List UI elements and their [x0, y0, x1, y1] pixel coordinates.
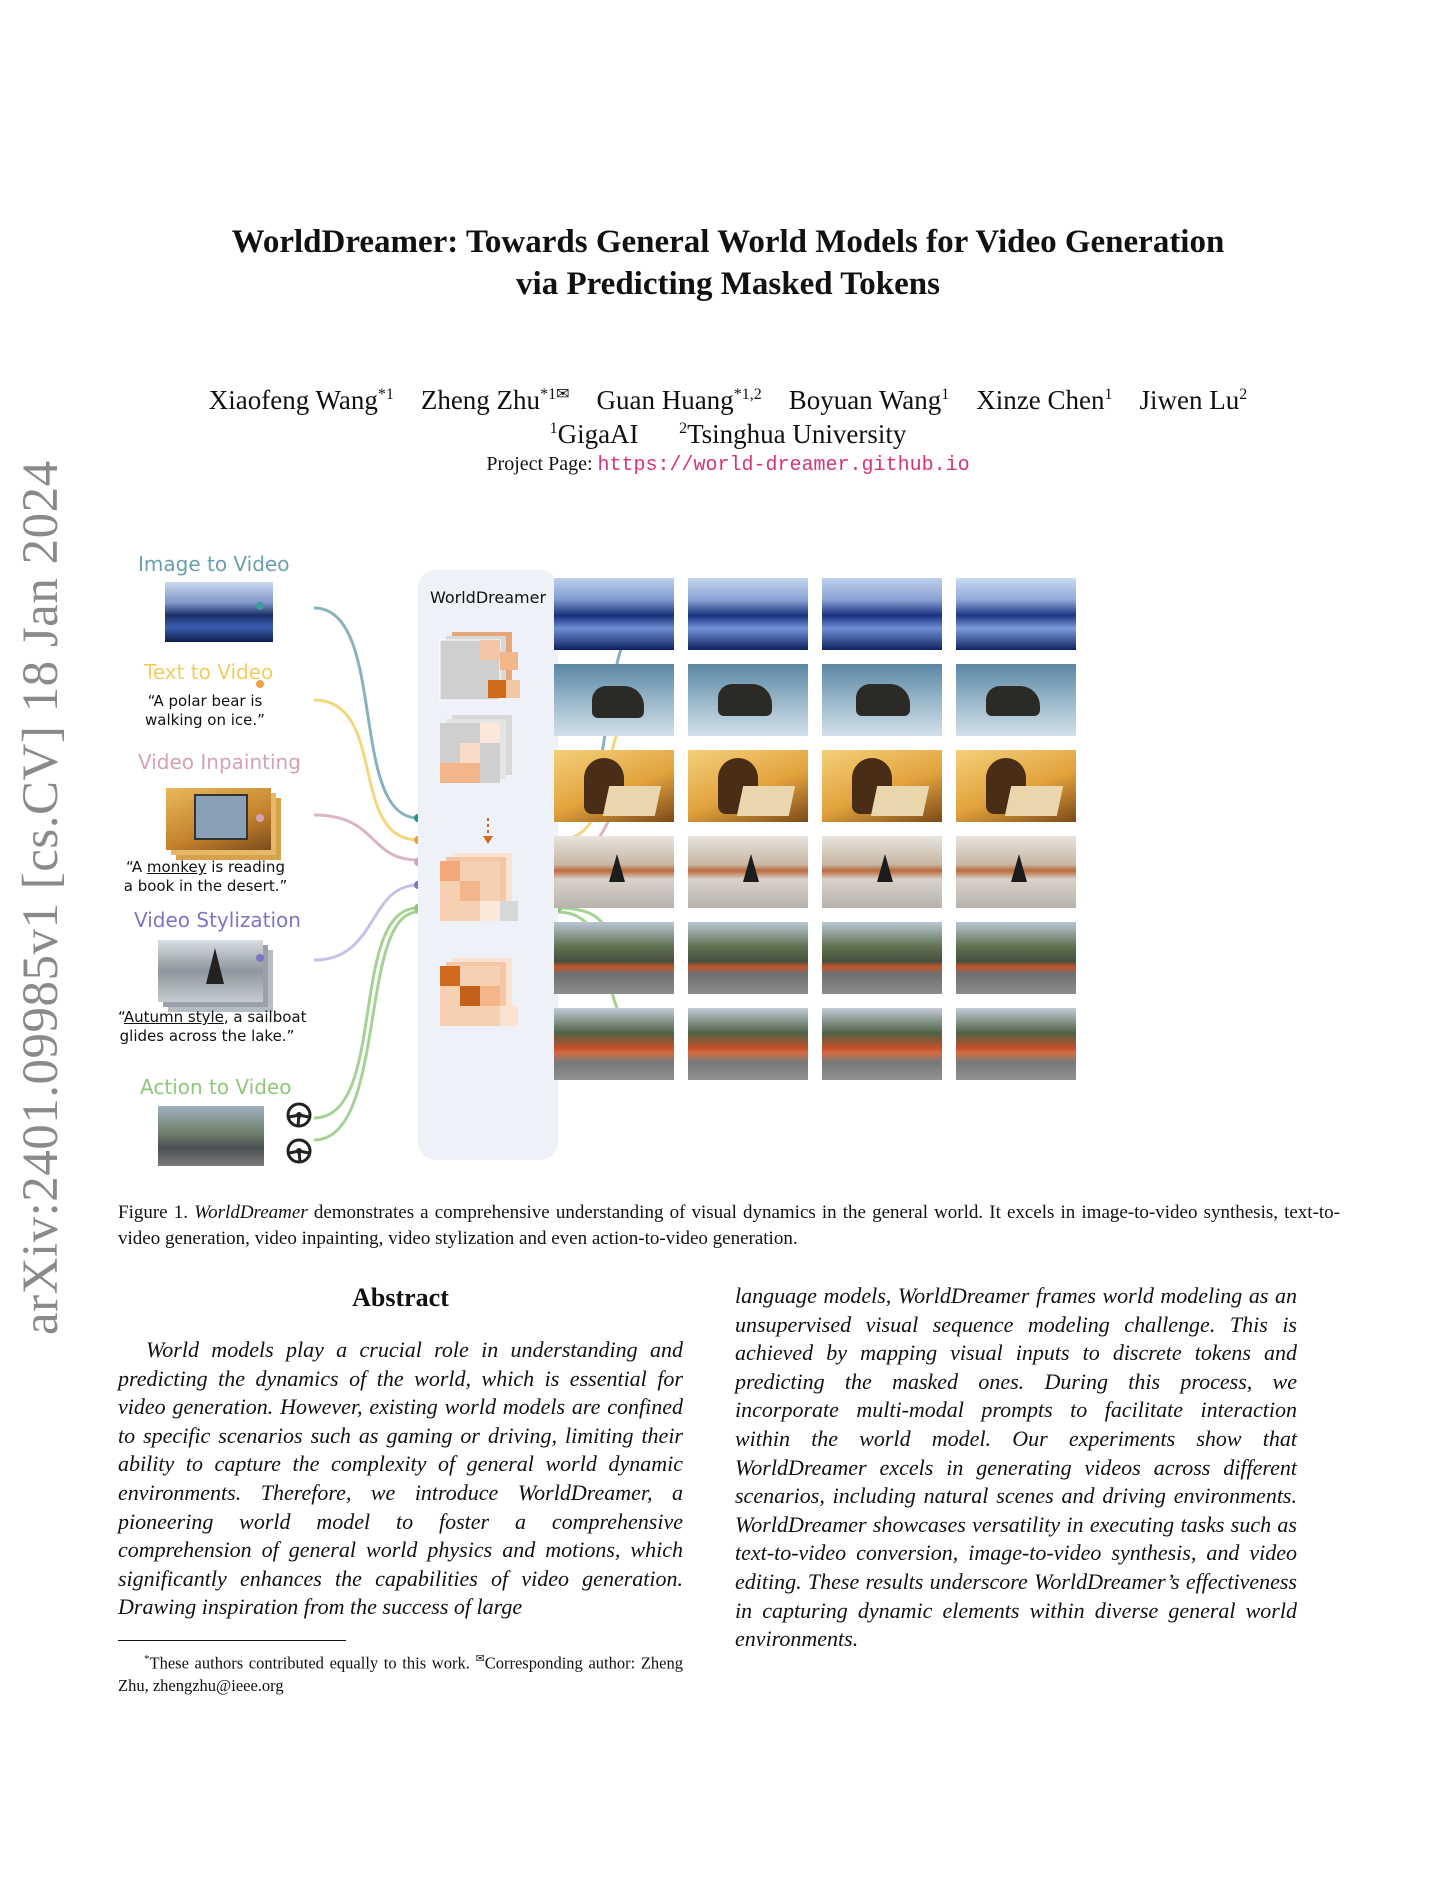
- output-frame: [822, 1008, 942, 1080]
- affiliations: 1GigaAI 2Tsinghua University: [140, 412, 1316, 451]
- output-frame: [956, 922, 1076, 994]
- abstract-heading: Abstract: [352, 1283, 449, 1312]
- author: Jiwen Lu2: [1139, 385, 1248, 415]
- output-frame: [688, 578, 808, 650]
- text-prompt-monkey: “A monkey is reading a book in the deser…: [123, 858, 288, 895]
- author: Xiaofeng Wang*1: [208, 385, 394, 415]
- steering-wheel-icon: [286, 1102, 312, 1164]
- task-label-text-to-video: Text to Video: [144, 660, 274, 684]
- output-frame: [688, 750, 808, 822]
- title-line-2: via Predicting Masked Tokens: [516, 266, 940, 302]
- task-label-action-to-video: Action to Video: [140, 1075, 292, 1099]
- output-frame: [956, 1008, 1076, 1080]
- input-image-thumbnail: [165, 582, 273, 642]
- task-label-video-inpainting: Video Inpainting: [138, 750, 301, 774]
- author-list: Xiaofeng Wang*1 Zheng Zhu*1✉ Guan Huang*…: [140, 378, 1316, 417]
- project-page-link[interactable]: https://world-dreamer.github.io: [597, 454, 970, 477]
- output-frame: [554, 836, 674, 908]
- title-line-1: WorldDreamer: Towards General World Mode…: [231, 224, 1225, 260]
- author: Xinze Chen1: [976, 385, 1113, 415]
- paper-title: WorldDreamer: Towards General World Mode…: [160, 221, 1296, 305]
- output-frame: [688, 664, 808, 736]
- output-frame: [554, 750, 674, 822]
- affiliation: 2Tsinghua University: [679, 419, 907, 449]
- arxiv-side-stamp: arXiv:2401.09985v1 [cs.CV] 18 Jan 2024: [13, 460, 69, 1335]
- project-page-label: Project Page:: [486, 453, 593, 475]
- inpainting-input-frames: [166, 788, 271, 850]
- action-input-frame: [158, 1106, 264, 1166]
- author: Guan Huang*1,2: [596, 385, 762, 415]
- project-page: Project Page: https://world-dreamer.gith…: [140, 451, 1316, 479]
- output-frame: [822, 750, 942, 822]
- output-frame: [822, 664, 942, 736]
- author: Boyuan Wang1: [788, 385, 950, 415]
- task-label-image-to-video: Image to Video: [138, 552, 290, 576]
- author: Zheng Zhu*1✉: [420, 385, 570, 415]
- output-frame: [554, 664, 674, 736]
- task-label-video-stylization: Video Stylization: [134, 908, 301, 932]
- footnote: *These authors contributed equally to th…: [118, 1653, 683, 1695]
- worlddreamer-panel-title: WorldDreamer: [429, 588, 547, 607]
- output-frame: [688, 1008, 808, 1080]
- affiliation: 1GigaAI: [549, 419, 639, 449]
- output-frame: [956, 578, 1076, 650]
- output-frame: [554, 1008, 674, 1080]
- output-frame: [822, 578, 942, 650]
- output-frame: [822, 922, 942, 994]
- output-frame: [956, 836, 1076, 908]
- sailboat-sail: [206, 948, 224, 984]
- output-frame: [554, 578, 674, 650]
- figure-caption: Figure 1. WorldDreamer demonstrates a co…: [118, 1202, 1341, 1249]
- text-prompt-sailboat: “Autumn style, a sailboat glides across …: [118, 1008, 307, 1045]
- output-frame: [554, 922, 674, 994]
- output-frame: [688, 922, 808, 994]
- worlddreamer-model-panel: WorldDreamer: [418, 570, 558, 1160]
- figure-1: Image to Video Text to Video “A polar be…: [118, 540, 1338, 1180]
- output-frame: [956, 664, 1076, 736]
- text-prompt-polar-bear: “A polar bear is walking on ice.”: [145, 692, 265, 729]
- masked-token-grids: [439, 632, 520, 1026]
- abstract-text-left-column: World models play a crucial role in unde…: [118, 1337, 683, 1620]
- footnote-divider: [118, 1640, 346, 1641]
- stylization-input-frames: [158, 940, 263, 1002]
- output-frame: [822, 836, 942, 908]
- output-frame: [688, 836, 808, 908]
- inpainting-mask-region: [194, 794, 248, 840]
- output-frame: [956, 750, 1076, 822]
- abstract-text-right-column: language models, WorldDreamer frames wor…: [735, 1283, 1297, 1652]
